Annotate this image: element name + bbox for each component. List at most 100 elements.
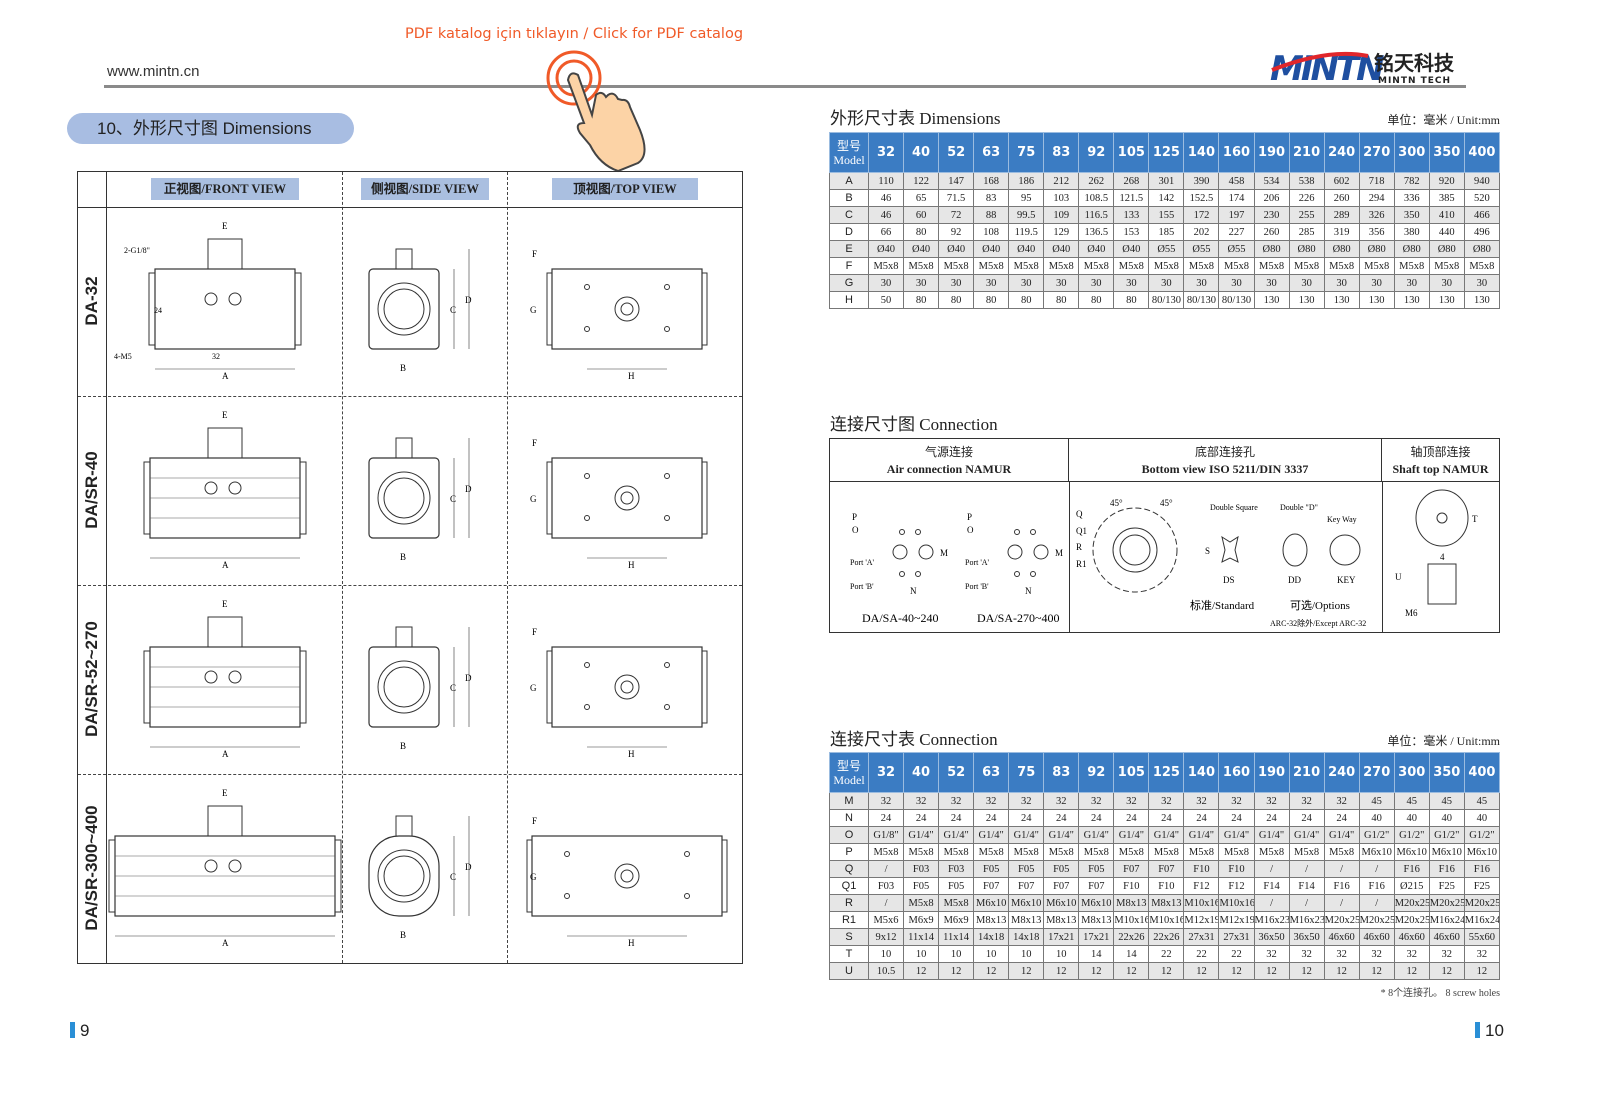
model-label: DA/SR-300~400 xyxy=(82,805,101,931)
dim-label: B xyxy=(400,741,406,751)
table-cell: M5x8 xyxy=(867,257,905,275)
dim-label: B xyxy=(400,363,406,373)
dim-label: H xyxy=(628,560,635,570)
table-cell: 168 xyxy=(973,172,1010,190)
svg-text:铭天科技: 铭天科技 xyxy=(1374,51,1455,75)
table-cell: Ø40 xyxy=(1078,240,1115,258)
table-cell: G1/4" xyxy=(938,826,975,844)
svg-text:MINTN TECH: MINTN TECH xyxy=(1378,76,1451,86)
table-cell: 12 xyxy=(1253,962,1290,980)
table-cell: 289 xyxy=(1323,206,1360,224)
table-cell: G1/4" xyxy=(1183,826,1220,844)
model-40: 40 xyxy=(903,132,940,173)
table-cell: 22 xyxy=(1148,945,1185,963)
table-cell: F16 xyxy=(1323,877,1360,895)
table-cell: 174 xyxy=(1218,189,1255,207)
model-32: 32 xyxy=(867,752,905,793)
table-cell: M8x13 xyxy=(1148,894,1185,912)
table-cell: G1/4" xyxy=(973,826,1010,844)
dim-label: F xyxy=(532,816,537,826)
dim-label: DD xyxy=(1288,575,1301,585)
dim-label: F xyxy=(532,249,537,259)
row-key: O xyxy=(829,826,869,844)
website-url: www.mintn.cn xyxy=(107,63,200,80)
table-cell: 130 xyxy=(1393,291,1430,309)
table-cell: 32 xyxy=(1043,792,1080,810)
table-cell: Ø80 xyxy=(1463,240,1501,258)
table-cell: 17x21 xyxy=(1078,928,1115,946)
table-cell: 226 xyxy=(1288,189,1325,207)
table-cell: 30 xyxy=(1428,274,1465,292)
bottom-en: Bottom view ISO 5211/DIN 3337 xyxy=(1141,462,1309,476)
table-cell: M5x8 xyxy=(1428,257,1465,275)
table-cell: M5x8 xyxy=(1358,257,1395,275)
dim-label: N xyxy=(910,586,917,596)
table-cell: M20x25 xyxy=(1323,911,1360,929)
hand-pointer-icon[interactable] xyxy=(540,45,670,175)
table-cell: M5x8 xyxy=(938,257,975,275)
table-cell: M6x9 xyxy=(903,911,940,929)
table-cell: M5x8 xyxy=(973,843,1010,861)
table-cell: G1/4" xyxy=(903,826,940,844)
dim-label: D xyxy=(465,673,472,683)
model-190: 190 xyxy=(1253,132,1290,173)
table-cell: M20x25 xyxy=(1358,911,1395,929)
table-cell: / xyxy=(1253,894,1290,912)
table-cell: 24 xyxy=(903,809,940,827)
table-cell: 133 xyxy=(1113,206,1150,224)
table-cell: M6x10 xyxy=(1358,843,1395,861)
table-cell: 10 xyxy=(867,945,905,963)
table-cell: 30 xyxy=(1463,274,1501,292)
table-cell: M5x8 xyxy=(903,894,940,912)
table-cell: 80 xyxy=(903,291,940,309)
table-cell: F16 xyxy=(1358,877,1395,895)
table-cell: M5x8 xyxy=(1288,257,1325,275)
table-cell: 46x60 xyxy=(1393,928,1430,946)
table-cell: 50 xyxy=(867,291,905,309)
table-cell: F05 xyxy=(1008,860,1045,878)
dim-label: 45° xyxy=(1110,498,1123,508)
dim-label: A xyxy=(222,371,229,381)
table-cell: 602 xyxy=(1323,172,1360,190)
table-cell: 32 xyxy=(1323,792,1360,810)
model-270: 270 xyxy=(1358,752,1395,793)
table-cell: 32 xyxy=(1148,792,1185,810)
table-cell: 350 xyxy=(1393,206,1430,224)
table-cell: 83 xyxy=(973,189,1010,207)
table-cell: 46 xyxy=(867,206,905,224)
side-view-tag: 侧视图/SIDE VIEW xyxy=(361,178,489,200)
table-cell: 12 xyxy=(1078,962,1115,980)
table-cell: 152.5 xyxy=(1183,189,1220,207)
table-cell: G1/2" xyxy=(1358,826,1395,844)
table-cell: 14x18 xyxy=(1008,928,1045,946)
table-cell: 45 xyxy=(1393,792,1430,810)
table-cell: M5x8 xyxy=(1183,843,1220,861)
table-cell: 32 xyxy=(1428,945,1465,963)
model-125: 125 xyxy=(1148,752,1185,793)
dim-label: Q1 xyxy=(1076,526,1087,536)
table-cell: G1/4" xyxy=(1008,826,1045,844)
table-cell: M5x8 xyxy=(1113,257,1150,275)
table-cell: Ø80 xyxy=(1358,240,1395,258)
table-cell: 80 xyxy=(1008,291,1045,309)
table-cell: M16x23 xyxy=(1288,911,1325,929)
table-cell: M5x8 xyxy=(1008,843,1045,861)
table-cell: Ø80 xyxy=(1428,240,1465,258)
table-cell: 24 xyxy=(938,809,975,827)
table-cell: 440 xyxy=(1428,223,1465,241)
table-cell: F05 xyxy=(938,877,975,895)
table-cell: F10 xyxy=(1218,860,1255,878)
table-cell: G1/2" xyxy=(1393,826,1430,844)
dim-label: 45° xyxy=(1160,498,1173,508)
table-cell: 230 xyxy=(1253,206,1290,224)
table-cell: / xyxy=(1288,860,1325,878)
pdf-catalog-link[interactable]: PDF katalog için tıklayın / Click for PD… xyxy=(405,26,744,42)
table-cell: 12 xyxy=(1428,962,1465,980)
model-300: 300 xyxy=(1393,132,1430,173)
table-cell: M5x8 xyxy=(1393,257,1430,275)
